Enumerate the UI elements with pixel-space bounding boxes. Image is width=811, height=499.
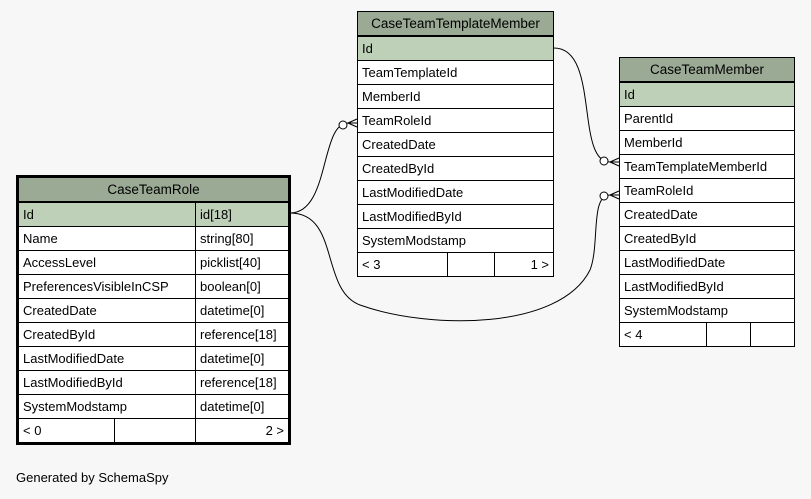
crowfoot-member-teamtemplatememberid: [609, 157, 620, 167]
table-row[interactable]: Id: [620, 82, 794, 106]
table-row[interactable]: Id: [358, 36, 553, 60]
table-caseteammember[interactable]: CaseTeamMember Id ParentId MemberId Team…: [619, 57, 795, 347]
footer-spacer: [706, 323, 750, 346]
column-name: LastModifiedById: [624, 279, 724, 294]
crowfoot-member-teamroleid: [609, 190, 620, 200]
column-name: CreatedDate: [624, 207, 698, 222]
column-name: Id: [624, 87, 635, 102]
footer-spacer: [447, 253, 494, 276]
table-row[interactable]: TeamRoleId: [358, 108, 553, 132]
children-link[interactable]: 1 >: [494, 253, 553, 276]
column-type: string[80]: [195, 227, 288, 250]
column-type: datetime[0]: [195, 347, 288, 370]
table-row[interactable]: LastModifiedDate: [358, 180, 553, 204]
table-row[interactable]: TeamTemplateId: [358, 60, 553, 84]
column-name: Id: [362, 41, 373, 56]
relationship-role-to-templatemember: [289, 122, 349, 214]
table-row[interactable]: CreatedDate: [358, 132, 553, 156]
table-row[interactable]: MemberId: [358, 84, 553, 108]
column-name: ParentId: [624, 111, 674, 126]
table-row[interactable]: CreatedDate: [620, 202, 794, 226]
children-link[interactable]: [750, 323, 794, 346]
children-link[interactable]: 2 >: [195, 419, 288, 442]
table-row[interactable]: CreatedById reference[18]: [19, 322, 288, 346]
table-footer: < 0 2 >: [19, 418, 288, 442]
generated-by-label: Generated by SchemaSpy: [16, 470, 169, 485]
column-name: SystemModstamp: [23, 399, 128, 414]
relationship-templatemember-to-member: [553, 47, 611, 163]
optional-marker-templatemember: [338, 120, 348, 130]
table-row[interactable]: CreatedDate datetime[0]: [19, 298, 288, 322]
column-type: reference[18]: [195, 371, 288, 394]
table-row[interactable]: PreferencesVisibleInCSP boolean[0]: [19, 274, 288, 298]
table-caseteamtemplatemember[interactable]: CaseTeamTemplateMember Id TeamTemplateId…: [357, 11, 554, 277]
column-name: SystemModstamp: [362, 233, 467, 248]
column-type: reference[18]: [195, 323, 288, 346]
table-row[interactable]: CreatedById: [620, 226, 794, 250]
table-footer: < 4: [620, 322, 794, 346]
table-row[interactable]: MemberId: [620, 130, 794, 154]
column-name: LastModifiedById: [362, 209, 462, 224]
table-row[interactable]: CreatedById: [358, 156, 553, 180]
parents-link[interactable]: < 0: [23, 423, 42, 438]
column-name: CreatedById: [362, 161, 435, 176]
column-name: TeamTemplateMemberId: [624, 159, 768, 174]
table-title[interactable]: CaseTeamMember: [620, 58, 794, 82]
table-row[interactable]: ParentId: [620, 106, 794, 130]
column-name: CreatedById: [624, 231, 697, 246]
optional-marker-member-teamroleid: [599, 191, 609, 201]
crowfoot-templatemember-teamroleid: [347, 118, 358, 128]
table-row[interactable]: TeamTemplateMemberId: [620, 154, 794, 178]
column-name: CreatedDate: [23, 303, 97, 318]
column-name: SystemModstamp: [624, 303, 729, 318]
column-type: picklist[40]: [195, 251, 288, 274]
column-name: Id: [23, 207, 34, 222]
column-name: AccessLevel: [23, 255, 96, 270]
table-footer: < 3 1 >: [358, 252, 553, 276]
column-name: MemberId: [624, 135, 683, 150]
column-name: PreferencesVisibleInCSP: [23, 279, 169, 294]
column-name: TeamRoleId: [624, 183, 694, 198]
table-row[interactable]: Id id[18]: [19, 202, 288, 226]
table-row[interactable]: SystemModstamp datetime[0]: [19, 394, 288, 418]
column-name: CreatedById: [23, 327, 96, 342]
table-title[interactable]: CaseTeamTemplateMember: [358, 12, 553, 36]
footer-spacer: [114, 419, 195, 442]
relationship-role-to-member: [289, 194, 611, 322]
optional-marker-member-templatememberid: [599, 156, 609, 166]
table-row[interactable]: TeamRoleId: [620, 178, 794, 202]
column-name: LastModifiedDate: [624, 255, 726, 270]
column-name: LastModifiedDate: [23, 351, 125, 366]
table-row[interactable]: AccessLevel picklist[40]: [19, 250, 288, 274]
table-row[interactable]: LastModifiedDate datetime[0]: [19, 346, 288, 370]
table-row[interactable]: LastModifiedById: [620, 274, 794, 298]
table-row[interactable]: Name string[80]: [19, 226, 288, 250]
column-name: LastModifiedById: [23, 375, 123, 390]
column-name: Name: [23, 231, 58, 246]
column-type: id[18]: [195, 203, 288, 226]
table-row[interactable]: LastModifiedById: [358, 204, 553, 228]
table-caseteamrole[interactable]: CaseTeamRole Id id[18] Name string[80] A…: [16, 175, 291, 445]
table-title[interactable]: CaseTeamRole: [19, 178, 288, 202]
parents-link[interactable]: < 4: [624, 327, 643, 342]
column-name: TeamRoleId: [362, 113, 432, 128]
parents-link[interactable]: < 3: [362, 257, 381, 272]
column-name: LastModifiedDate: [362, 185, 464, 200]
table-row[interactable]: LastModifiedById reference[18]: [19, 370, 288, 394]
column-type: datetime[0]: [195, 299, 288, 322]
column-type: boolean[0]: [195, 275, 288, 298]
table-row[interactable]: SystemModstamp: [620, 298, 794, 322]
column-name: TeamTemplateId: [362, 65, 458, 80]
table-row[interactable]: LastModifiedDate: [620, 250, 794, 274]
column-name: MemberId: [362, 89, 421, 104]
column-type: datetime[0]: [195, 395, 288, 418]
table-row[interactable]: SystemModstamp: [358, 228, 553, 252]
column-name: CreatedDate: [362, 137, 436, 152]
